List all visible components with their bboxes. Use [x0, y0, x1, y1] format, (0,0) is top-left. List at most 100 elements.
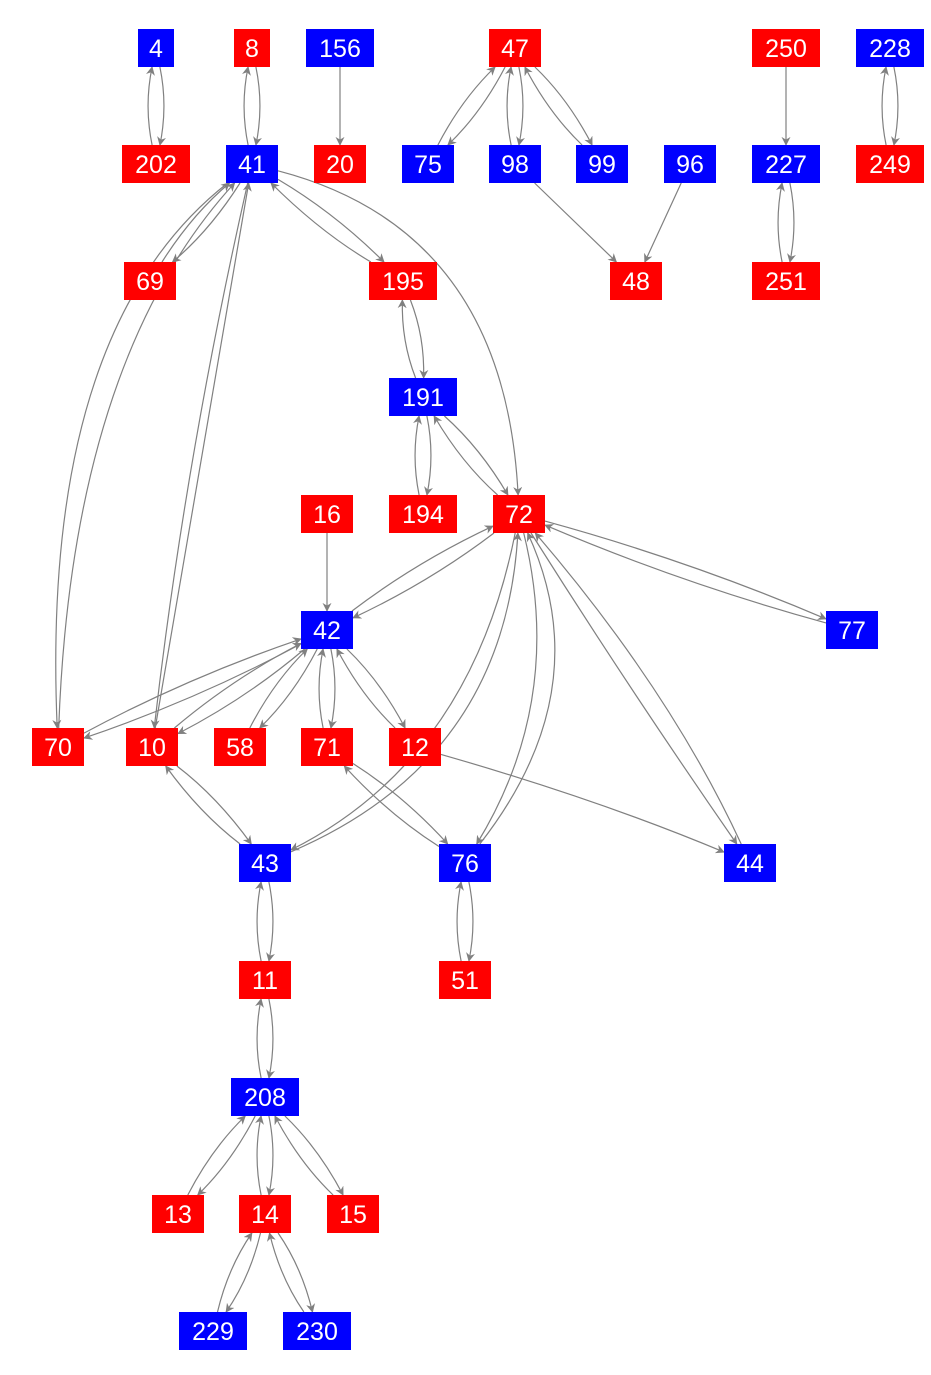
node-box-98	[489, 145, 541, 183]
edge-47-to-75	[447, 66, 506, 146]
node-label-10: 10	[138, 734, 166, 762]
node-box-14	[239, 1195, 291, 1233]
node-label-51: 51	[451, 967, 479, 995]
edge-69-to-41	[161, 182, 231, 263]
node-195: 195	[369, 262, 437, 300]
node-227: 227	[752, 145, 820, 183]
node-20: 20	[314, 145, 366, 183]
node-box-250	[752, 29, 820, 67]
node-box-58	[214, 728, 266, 766]
edge-72-to-76	[476, 532, 538, 845]
edge-76-to-51	[466, 881, 475, 962]
node-label-8: 8	[245, 35, 259, 63]
node-box-202	[122, 145, 190, 183]
edge-75-to-47	[437, 66, 496, 146]
node-label-16: 16	[313, 501, 341, 529]
node-box-208	[231, 1078, 299, 1116]
edge-42-to-72	[351, 525, 494, 612]
node-box-51	[439, 961, 491, 999]
node-label-195: 195	[382, 268, 424, 296]
node-label-194: 194	[402, 501, 444, 529]
edge-96-to-48	[644, 182, 682, 263]
node-8: 8	[234, 29, 270, 67]
edge-191-to-72	[444, 415, 509, 496]
node-box-229	[179, 1312, 247, 1350]
node-label-69: 69	[136, 268, 164, 296]
edge-42-to-58	[259, 648, 318, 729]
node-10: 10	[126, 728, 178, 766]
edge-47-to-98	[516, 66, 525, 146]
node-96: 96	[664, 145, 716, 183]
edges	[52, 66, 900, 1313]
edge-14-to-208	[255, 1115, 264, 1196]
node-label-72: 72	[505, 501, 533, 529]
node-label-43: 43	[251, 850, 279, 878]
node-label-70: 70	[44, 734, 72, 762]
node-box-77	[826, 611, 878, 649]
node-69: 69	[124, 262, 176, 300]
node-box-76	[439, 844, 491, 882]
node-box-42	[301, 611, 353, 649]
node-41: 41	[226, 145, 278, 183]
node-label-13: 13	[164, 1201, 192, 1229]
edge-208-to-11	[255, 998, 264, 1079]
node-72: 72	[493, 495, 545, 533]
edge-72-to-191	[433, 415, 498, 496]
node-70: 70	[32, 728, 84, 766]
edge-8-to-41	[253, 66, 262, 146]
edge-76-to-71	[343, 765, 440, 848]
edge-14-to-230	[277, 1232, 316, 1313]
node-label-228: 228	[869, 35, 911, 63]
node-label-42: 42	[313, 617, 341, 645]
node-42: 42	[301, 611, 353, 649]
node-label-229: 229	[192, 1318, 234, 1346]
node-box-41	[226, 145, 278, 183]
node-box-20	[314, 145, 366, 183]
node-43: 43	[239, 844, 291, 882]
edge-70-to-41	[58, 182, 236, 729]
edge-77-to-72	[544, 524, 827, 624]
node-label-75: 75	[414, 151, 442, 179]
edge-72-to-44	[530, 532, 738, 845]
node-191: 191	[389, 378, 457, 416]
edge-14-to-229	[225, 1232, 262, 1313]
edge-249-to-228	[880, 66, 889, 146]
node-box-16	[301, 495, 353, 533]
node-label-227: 227	[765, 151, 807, 179]
edge-70-to-42	[83, 637, 302, 734]
edge-41-to-10	[150, 182, 249, 729]
edge-58-to-42	[249, 648, 308, 729]
node-box-43	[239, 844, 291, 882]
edge-228-to-249	[891, 66, 900, 146]
node-label-250: 250	[765, 35, 807, 63]
node-label-71: 71	[313, 734, 341, 762]
node-77: 77	[826, 611, 878, 649]
edge-99-to-47	[524, 66, 583, 146]
edge-251-to-227	[776, 182, 785, 263]
edge-195-to-41	[270, 182, 372, 263]
edge-42-to-12	[346, 648, 406, 729]
node-label-230: 230	[296, 1318, 338, 1346]
edge-208-to-14	[266, 1115, 275, 1196]
node-box-13	[152, 1195, 204, 1233]
node-156: 156	[306, 29, 374, 67]
edge-229-to-14	[216, 1232, 253, 1313]
node-76: 76	[439, 844, 491, 882]
edge-10-to-42	[174, 642, 302, 729]
node-202: 202	[122, 145, 190, 183]
edge-43-to-10	[165, 765, 241, 845]
edge-10-to-43	[176, 765, 252, 845]
edge-208-to-15	[284, 1115, 344, 1196]
node-label-41: 41	[238, 151, 266, 179]
edge-13-to-208	[187, 1115, 246, 1196]
node-15: 15	[327, 1195, 379, 1233]
edge-71-to-76	[352, 762, 449, 845]
edge-11-to-208	[266, 998, 275, 1079]
node-71: 71	[301, 728, 353, 766]
node-58: 58	[214, 728, 266, 766]
node-label-11: 11	[252, 967, 278, 995]
edge-191-to-194	[424, 415, 433, 496]
node-249: 249	[856, 145, 924, 183]
edge-47-to-99	[534, 66, 593, 146]
node-label-202: 202	[135, 151, 177, 179]
